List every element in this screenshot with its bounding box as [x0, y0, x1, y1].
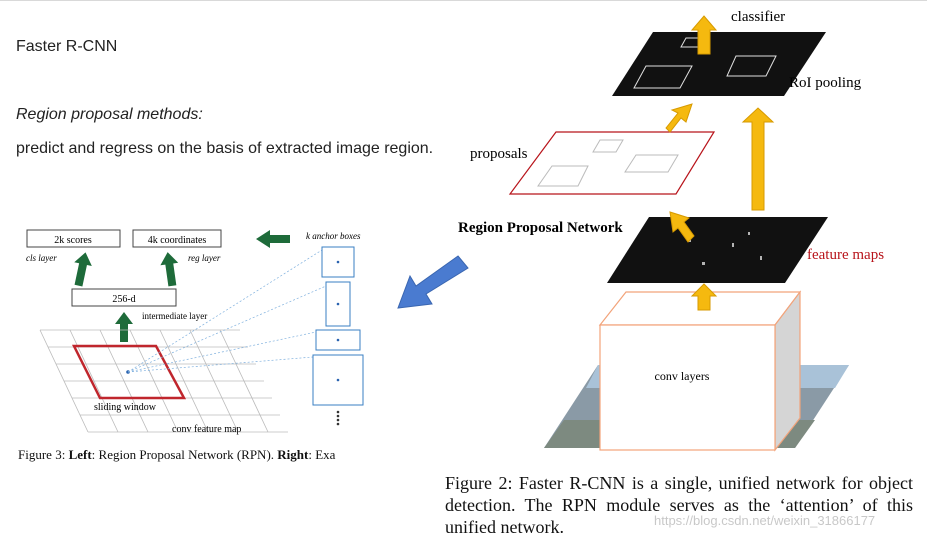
arrow-up-conv-icon	[690, 283, 718, 311]
feature-maps-label: feature maps	[807, 247, 884, 263]
intermediate-box-label: 256-d	[112, 294, 135, 305]
sliding-window-label: sliding window	[94, 402, 157, 413]
slide-title: Faster R-CNN	[16, 38, 118, 55]
figure3-caption: Figure 3: Left: Region Proposal Network …	[18, 447, 336, 462]
arrow-feature-to-roi-icon	[741, 107, 775, 211]
anchor-box	[325, 281, 351, 327]
arrow-rpn-icon	[669, 211, 695, 243]
conv-layers-label: conv layers	[655, 369, 710, 383]
scores-box-label: 2k scores	[54, 235, 92, 246]
arrow-classifier-icon	[690, 15, 718, 55]
coords-box-label: 4k coordinates	[148, 235, 207, 246]
arrow-up-left-icon	[74, 252, 92, 287]
conv-box-front	[599, 324, 776, 451]
cls-layer-label: cls layer	[26, 253, 57, 263]
conv-map-label: conv feature map	[172, 424, 241, 435]
arrow-up-center-icon	[115, 312, 133, 342]
methods-text: predict and regress on the basis of extr…	[16, 140, 434, 157]
feature-maps-plane	[607, 217, 828, 283]
arrow-left-icon	[256, 230, 290, 248]
blue-arrow-icon	[397, 255, 469, 309]
watermark: https://blog.csdn.net/weixin_31866177	[654, 513, 876, 528]
top-divider	[0, 0, 927, 1]
sliding-window	[71, 344, 187, 400]
faster-rcnn-diagram: image conv layers feature maps Region Pr…	[458, 9, 884, 452]
rpn-label: Region Proposal Network	[458, 220, 623, 236]
roi-pooling-plane	[612, 32, 826, 96]
reg-layer-label: reg layer	[188, 253, 221, 263]
anchor-boxes-label: k anchor boxes	[306, 231, 361, 241]
rpn-diagram: 2k scores 4k coordinates cls layer reg l…	[26, 229, 364, 435]
proposals-label: proposals	[470, 146, 528, 162]
coords-box	[132, 229, 222, 248]
methods-heading: Region proposal methods:	[16, 106, 203, 123]
arrow-proposals-icon	[665, 103, 693, 133]
arrow-up-right-icon	[160, 252, 179, 287]
ellipsis-icon	[336, 410, 340, 426]
scores-box	[26, 229, 121, 248]
proposals-plane	[508, 131, 716, 195]
intermediate-box	[71, 288, 177, 307]
roi-pooling-label: RoI pooling	[789, 75, 862, 91]
classifier-label: classifier	[731, 9, 785, 25]
figure2-caption: Figure 2: Faster R-CNN is a single, unif…	[445, 473, 913, 537]
intermediate-layer-label: intermediate layer	[142, 311, 207, 321]
